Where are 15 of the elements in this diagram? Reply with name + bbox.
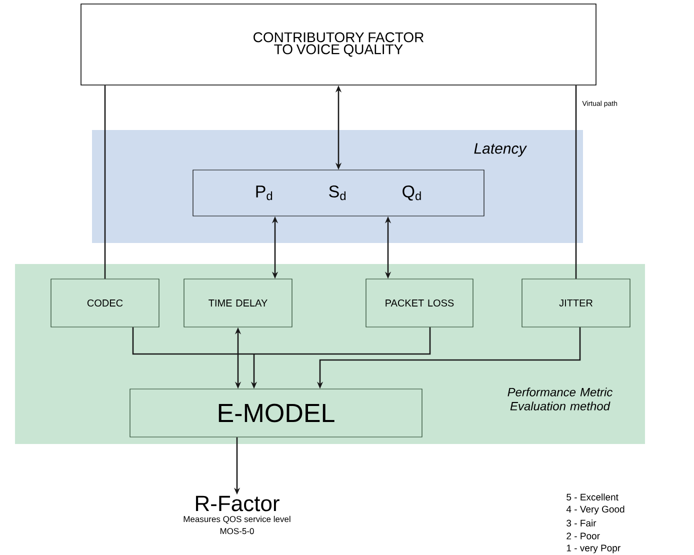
scale-text: 1 - very Popr — [566, 544, 620, 554]
factor-box: JITTER — [522, 278, 630, 328]
band-title: Performance Metric Evaluation method — [508, 388, 613, 410]
band-title: Latency — [474, 143, 528, 157]
scale-text: 5 - Excellent — [566, 494, 618, 500]
factor-box: CODEC — [50, 278, 160, 328]
factor-box: TIME DELAY — [184, 278, 292, 328]
factor-box: PACKET LOSS — [366, 278, 474, 328]
result-text: R-Factor Measures QOS service level MOS-5-0 — [184, 496, 290, 534]
scale-text: 2 - Poor — [566, 532, 600, 540]
scale-text: 3 - Fair — [566, 520, 596, 526]
process-box: E-MODEL — [130, 388, 422, 438]
delay-box: P$_{d}$ S$_{d}$ Q$_{d}$ — [192, 170, 484, 216]
title-box: CONTRIBUTORY FACTOR TO VOICE QUALITY — [80, 4, 596, 86]
scale-text: 4 - Very Good — [566, 506, 624, 514]
